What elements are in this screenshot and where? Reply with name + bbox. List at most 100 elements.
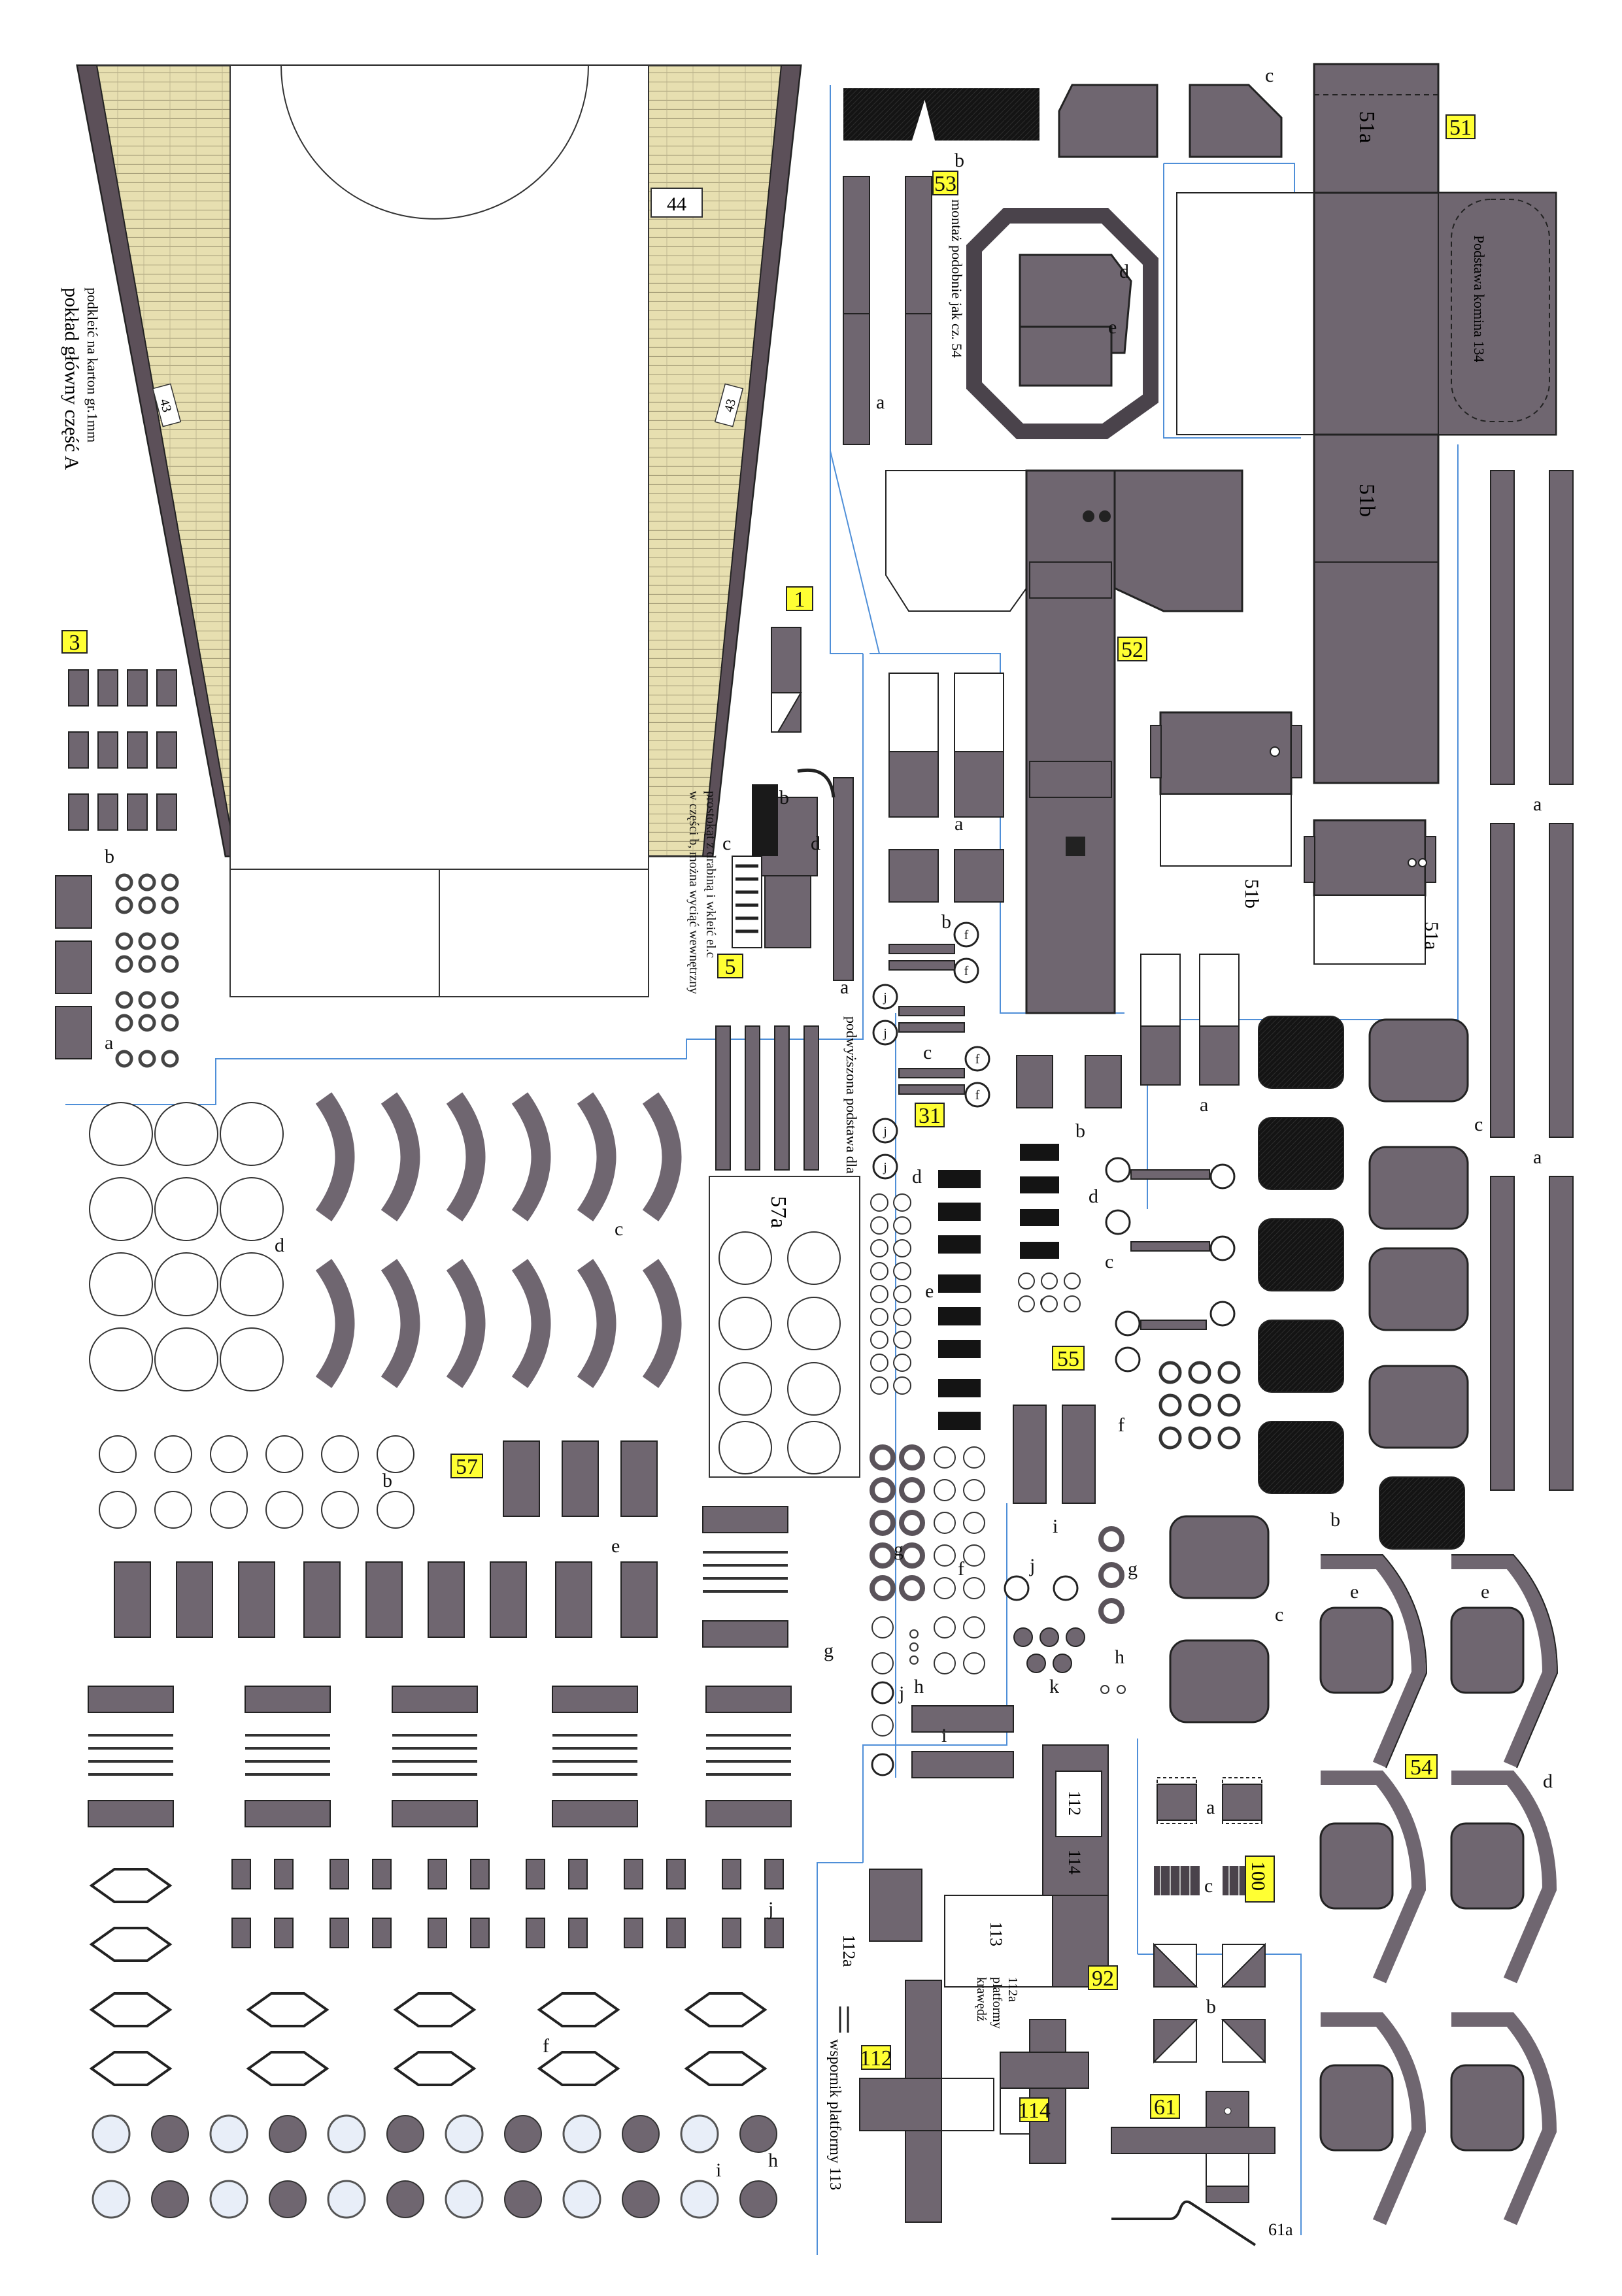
badge-31: 31 xyxy=(919,1104,941,1128)
badge-53: 53 xyxy=(934,172,956,196)
badge-51: 51 xyxy=(1449,116,1472,140)
label-51-a-top: a xyxy=(1533,793,1542,815)
part-52: 52 xyxy=(885,469,1243,1014)
badge-61: 61 xyxy=(1154,2095,1176,2120)
badge-52: 52 xyxy=(1121,638,1143,662)
label-54-e-1: e xyxy=(1350,1581,1359,1603)
label-53-d: d xyxy=(1119,261,1129,282)
label-54-b: b xyxy=(1330,1509,1340,1531)
part-112-label: 112 xyxy=(1065,1791,1084,1816)
badge-55: 55 xyxy=(1057,1347,1079,1371)
label-31-j: j xyxy=(898,1682,904,1704)
label-55-f: f xyxy=(1118,1414,1124,1436)
label-55-c: c xyxy=(1105,1251,1113,1273)
part-51b-label: 51b xyxy=(1355,484,1379,517)
label-31-f-4: f xyxy=(975,1088,980,1103)
label-57-e: e xyxy=(611,1535,620,1557)
part-57a-label: 57a xyxy=(766,1196,790,1228)
label-53-a: a xyxy=(876,391,885,413)
part-1: 1 xyxy=(771,586,813,733)
parts-112-114: 112 114 113 92 112a wspornik platformy 1… xyxy=(826,1744,1118,2223)
label-57-i: i xyxy=(716,2159,721,2181)
label-53-b: b xyxy=(955,150,964,171)
label-57-b: b xyxy=(382,1470,392,1491)
label-31-i: i xyxy=(941,1725,947,1746)
note-5-line1: w części b, można wyciąć wewnętrzny xyxy=(686,791,701,994)
label-57-d: d xyxy=(275,1235,284,1256)
label-31-f-2: f xyxy=(964,964,969,978)
label-100-a: a xyxy=(1206,1797,1215,1818)
label-55-a: a xyxy=(1200,1094,1208,1116)
part-100: a c 100 b xyxy=(1153,1777,1275,2064)
note-5-line2: prostokąt z drabiną i wkleić el.c xyxy=(703,791,718,958)
part-61a-label: 61a xyxy=(1268,2220,1293,2239)
label-54-c-1: c xyxy=(1474,1114,1483,1135)
chimney-base-label: Podstawa komina 134 xyxy=(1471,235,1487,362)
label-31-j-1: j xyxy=(883,990,887,1005)
note-92-line3: 112a xyxy=(1005,1977,1020,2002)
part-55: a b d c e 55 f i xyxy=(1004,954,1241,1697)
part-5: 5 w części b, można wyciąć wewnętrzny pr… xyxy=(686,768,854,998)
label-31-j-2: j xyxy=(883,1026,887,1040)
label-51-a-bottom: a xyxy=(1533,1146,1542,1168)
part-113-label: 113 xyxy=(987,1922,1005,1946)
part-51a-label: 51a xyxy=(1355,111,1379,143)
label-3-a: a xyxy=(105,1032,113,1054)
label-31-g: g xyxy=(894,1539,904,1560)
label-55-j: j xyxy=(1029,1555,1035,1576)
badge-1: 1 xyxy=(794,588,805,612)
label-57-c: c xyxy=(615,1218,623,1240)
label-55-d: d xyxy=(1089,1186,1098,1207)
deck-caption-note: podkleić na karton gr.1mm xyxy=(84,288,101,442)
label-57-h: h xyxy=(768,2150,778,2171)
label-5-c: c xyxy=(722,833,731,854)
label-5-b: b xyxy=(779,787,789,808)
label-100-b: b xyxy=(1206,1996,1216,2018)
label-31-d: d xyxy=(912,1166,922,1188)
part-51a-small-label: 51a xyxy=(1421,922,1442,950)
note-92-line1: krawędź xyxy=(974,1977,988,2021)
label-57-j: j xyxy=(768,1898,773,1920)
label-31-h: h xyxy=(914,1676,924,1697)
label-54-d: d xyxy=(1543,1771,1553,1792)
note-113: wspornik platformy 113 xyxy=(826,2039,843,2190)
badge-5: 5 xyxy=(725,955,736,979)
part-53: 53 montaż podobnie jak cz. 54 b c d e a xyxy=(843,65,1283,445)
label-55-g: g xyxy=(1128,1558,1138,1580)
label-55-b: b xyxy=(1075,1120,1085,1142)
part-57: d c 57a b 57 e xyxy=(88,1092,860,2219)
badge-114: 114 xyxy=(1018,2099,1051,2123)
part-54: c b c e e d 54 xyxy=(1169,1016,1559,2225)
label-31-a: a xyxy=(955,813,963,835)
note-92-line2: platformy xyxy=(990,1977,1004,2029)
label-55-h: h xyxy=(1115,1646,1124,1668)
badge-112: 112 xyxy=(860,2046,892,2071)
part-51: 51 51a 51b Podstawa komina 134 51b 51a a… xyxy=(1150,63,1574,1491)
badge-54: 54 xyxy=(1410,1755,1432,1780)
badge-100: 100 xyxy=(1247,1861,1269,1891)
part-51b-small-label: 51b xyxy=(1241,879,1262,908)
label-100-c: c xyxy=(1204,1875,1213,1897)
label-3-b: b xyxy=(105,846,114,867)
label-31-f-1: f xyxy=(964,928,969,942)
badge-57: 57 xyxy=(456,1455,478,1479)
label-31-j-4: j xyxy=(883,1160,887,1174)
label-31-f: f xyxy=(958,1558,964,1580)
part-112a-label: 112a xyxy=(839,1935,858,1967)
label-55-k: k xyxy=(1049,1676,1059,1697)
label-54-c-2: c xyxy=(1275,1604,1283,1625)
label-31-j-3: j xyxy=(883,1124,887,1139)
main-deck-part-a: 44 43 43 pokład główny część A podkleić … xyxy=(61,64,802,997)
label-5-d: d xyxy=(811,833,820,854)
label-57-f: f xyxy=(543,2035,549,2057)
label-55-i: i xyxy=(1053,1516,1058,1537)
deck-number-44: 44 xyxy=(667,193,686,215)
label-53-e: e xyxy=(1108,316,1117,338)
part-3: 3 b a xyxy=(55,630,179,1068)
label-54-e-2: e xyxy=(1481,1581,1489,1603)
label-57-g: g xyxy=(824,1640,834,1661)
label-31-f-3: f xyxy=(975,1052,980,1067)
label-53-c: c xyxy=(1265,65,1274,86)
